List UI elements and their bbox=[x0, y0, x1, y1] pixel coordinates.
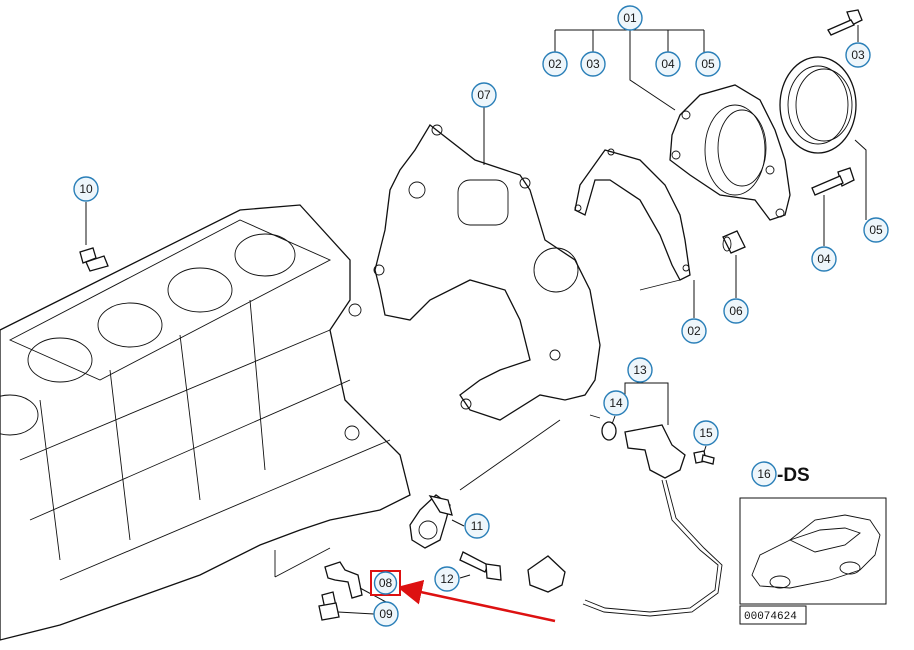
callout-02a[interactable]: 02 bbox=[542, 51, 568, 77]
callout-12[interactable]: 12 bbox=[434, 566, 460, 592]
part-13-crank-sensor bbox=[527, 424, 723, 617]
highlight-arrow bbox=[397, 579, 556, 623]
part-04-bolt bbox=[811, 167, 855, 196]
part-02-gasket bbox=[574, 148, 691, 281]
svg-text:08: 08 bbox=[379, 576, 393, 590]
callout-01[interactable]: 01 bbox=[617, 5, 643, 31]
callout-13[interactable]: 13 bbox=[627, 357, 653, 383]
ds-label: -DS bbox=[777, 465, 810, 486]
callout-06[interactable]: 06 bbox=[723, 298, 749, 324]
part-15-screw bbox=[693, 450, 715, 465]
svg-text:04: 04 bbox=[817, 252, 831, 266]
part-08-bracket bbox=[324, 561, 363, 599]
callout-09[interactable]: 09 bbox=[373, 601, 399, 627]
callout-07[interactable]: 07 bbox=[471, 82, 497, 108]
svg-text:14: 14 bbox=[609, 396, 623, 410]
callout-11[interactable]: 11 bbox=[464, 513, 490, 539]
svg-text:07: 07 bbox=[477, 88, 491, 102]
callout-08-highlighted[interactable]: 08 bbox=[370, 570, 401, 596]
part-10-plug bbox=[79, 247, 109, 272]
callout-10[interactable]: 10 bbox=[73, 176, 99, 202]
callout-16[interactable]: 16 bbox=[751, 461, 777, 487]
callout-03a[interactable]: 03 bbox=[580, 51, 606, 77]
svg-text:02: 02 bbox=[687, 324, 701, 338]
engine-block bbox=[0, 204, 411, 641]
svg-text:03: 03 bbox=[586, 57, 600, 71]
svg-text:11: 11 bbox=[471, 519, 484, 533]
svg-text:05: 05 bbox=[701, 57, 715, 71]
part-05-seal-ring bbox=[779, 56, 857, 154]
svg-text:04: 04 bbox=[661, 57, 675, 71]
part-01-seal-housing bbox=[669, 84, 791, 221]
svg-text:10: 10 bbox=[79, 182, 93, 196]
svg-text:09: 09 bbox=[379, 607, 393, 621]
callout-05b[interactable]: 05 bbox=[863, 217, 889, 243]
svg-text:02: 02 bbox=[548, 57, 562, 71]
callout-04a[interactable]: 04 bbox=[655, 51, 681, 77]
callout-03b[interactable]: 03 bbox=[845, 42, 871, 68]
svg-text:05: 05 bbox=[869, 223, 883, 237]
part-09-screw bbox=[318, 591, 340, 621]
callout-15[interactable]: 15 bbox=[693, 420, 719, 446]
svg-text:03: 03 bbox=[851, 48, 865, 62]
callout-04b[interactable]: 04 bbox=[811, 246, 837, 272]
callout-14[interactable]: 14 bbox=[603, 390, 629, 416]
svg-text:06: 06 bbox=[729, 304, 743, 318]
part-11-knock-sensor bbox=[409, 494, 453, 549]
part-03-bolt bbox=[827, 9, 863, 36]
car-inset: 00074624 bbox=[739, 497, 887, 625]
part-07-gasket bbox=[373, 124, 601, 421]
svg-text:16: 16 bbox=[757, 467, 771, 481]
callout-02b[interactable]: 02 bbox=[681, 318, 707, 344]
part-06-sleeve bbox=[722, 230, 746, 254]
svg-text:01: 01 bbox=[623, 11, 637, 25]
part-12-bolt bbox=[459, 551, 502, 581]
reference-number: 00074624 bbox=[744, 611, 797, 623]
svg-text:15: 15 bbox=[699, 426, 713, 440]
part-14-oring bbox=[601, 421, 617, 441]
svg-text:12: 12 bbox=[440, 572, 454, 586]
svg-text:13: 13 bbox=[633, 363, 647, 377]
callout-05a[interactable]: 05 bbox=[695, 51, 721, 77]
